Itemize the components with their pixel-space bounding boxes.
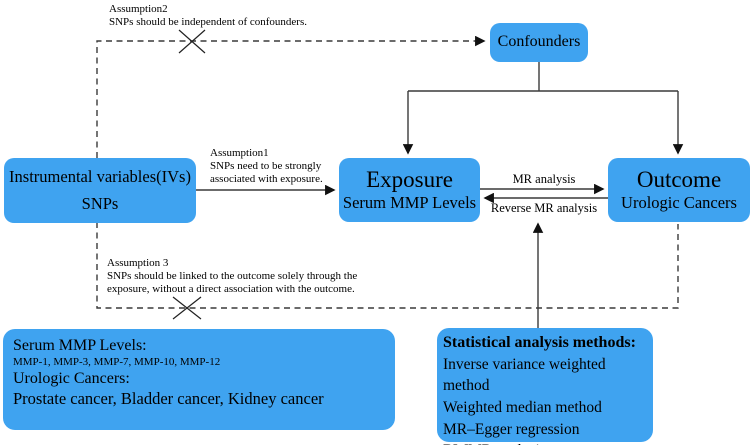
mmp-detail2: Prostate cancer, Bladder cancer, Kidney …: [13, 388, 324, 408]
assumption1-annotation: Assumption1 SNPs need to be strongly ass…: [210, 147, 323, 186]
outcome-subtitle: Urologic Cancers: [621, 192, 737, 212]
assumption2-body: SNPs should be independent of confounder…: [109, 15, 307, 28]
methods-item-ivw: Inverse variance weighted method: [443, 355, 606, 395]
confounders-node: Confounders: [490, 23, 588, 62]
assumption3-body-line2: exposure, without a direct association w…: [107, 282, 355, 295]
methods-item-mr-egger: MR–Egger regression: [443, 420, 580, 438]
assumption2-annotation: Assumption2 SNPs should be independent o…: [109, 3, 307, 29]
x-mark-assumption3: [172, 296, 202, 320]
confounders-label: Confounders: [497, 33, 581, 51]
methods-item-bwmr: BWMR analysis: [443, 440, 647, 445]
mr-analysis-label: MR analysis: [512, 172, 576, 186]
iv-to-outcome-dashed-path: [96, 222, 679, 309]
x-mark-assumption2: [178, 29, 206, 54]
instrumental-variables-node: Instrumental variables(IVs) SNPs: [4, 158, 196, 223]
outcome-node: Outcome Urologic Cancers: [608, 158, 750, 222]
mmp-detail1: MMP-1, MMP-3, MMP-7, MMP-10, MMP-12: [13, 355, 221, 368]
assumption3-body-line1: SNPs should be linked to the outcome sol…: [107, 269, 358, 282]
iv-label-line1: Instrumental variables(IVs): [9, 167, 191, 187]
assumption1-body-line1: SNPs need to be strongly: [210, 159, 322, 172]
assumption2-title: Assumption2: [109, 3, 168, 15]
methods-heading: Statistical analysis methods:: [443, 334, 636, 351]
outcome-title: Outcome: [636, 167, 722, 193]
mmp-heading1: Serum MMP Levels:: [13, 337, 147, 354]
reverse-mr-analysis-label: Reverse MR analysis: [490, 201, 598, 215]
iv-to-confounders-dashed-arrow: [96, 35, 486, 158]
assumption1-body-line2: associated with exposure.: [210, 172, 323, 185]
iv-label-line2: SNPs: [81, 193, 119, 213]
assumption3-annotation: Assumption 3 SNPs should be linked to th…: [107, 257, 357, 296]
mmp-levels-info-box: Serum MMP Levels: MMP-1, MMP-3, MMP-7, M…: [3, 329, 395, 430]
exposure-subtitle: Serum MMP Levels: [342, 192, 477, 212]
assumption3-title: Assumption 3: [107, 257, 169, 269]
exposure-node: Exposure Serum MMP Levels: [339, 158, 480, 222]
mmp-heading2: Urologic Cancers:: [13, 370, 130, 388]
assumption1-title: Assumption1: [210, 147, 269, 159]
methods-item-median: Weighted median method: [443, 398, 602, 416]
exposure-title: Exposure: [366, 167, 453, 193]
statistical-methods-box: Statistical analysis methods: Inverse va…: [437, 328, 653, 445]
